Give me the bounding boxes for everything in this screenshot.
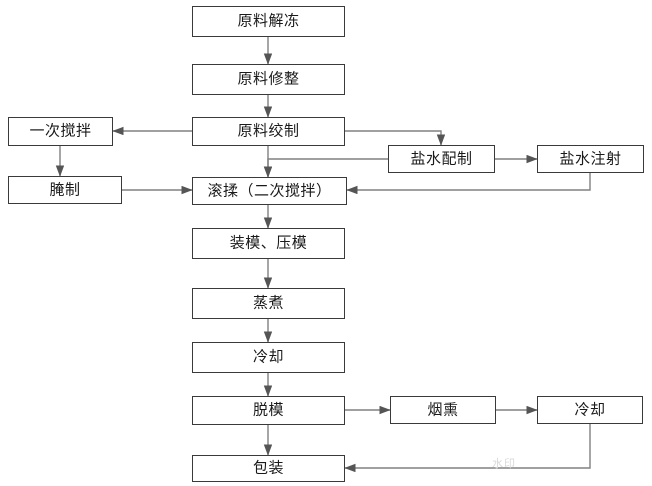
flow-node-mold[interactable]: 装模、压模 <box>192 228 345 259</box>
flow-node-label: 烟熏 <box>427 400 459 418</box>
flow-edge-mince-to-brine-prep <box>345 130 446 146</box>
flow-node-label: 盐水注射 <box>559 149 622 167</box>
flow-edge-brine-prep-to-tumble <box>263 158 388 178</box>
flow-node-label: 蒸煮 <box>252 293 284 312</box>
flow-node-label: 冷却 <box>252 347 284 366</box>
flow-node-brine_inj[interactable]: 盐水注射 <box>537 145 644 173</box>
flow-node-cool2[interactable]: 冷却 <box>537 396 643 424</box>
flow-edge-brine-inj-to-tumble <box>346 173 591 195</box>
flow-node-cure[interactable]: 腌制 <box>8 176 122 204</box>
flow-node-label: 原料解冻 <box>237 11 300 30</box>
flow-node-label: 脱模 <box>252 400 284 419</box>
flow-node-thaw[interactable]: 原料解冻 <box>192 6 345 37</box>
flow-node-mix1[interactable]: 一次搅拌 <box>8 117 113 146</box>
flow-node-demold[interactable]: 脱模 <box>192 396 345 425</box>
flow-node-brine_prep[interactable]: 盐水配制 <box>388 145 495 173</box>
flow-node-label: 冷却 <box>574 400 606 418</box>
flow-node-label: 盐水配制 <box>410 149 473 167</box>
flow-node-label: 原料修整 <box>237 69 300 88</box>
flow-node-cool1[interactable]: 冷却 <box>192 342 345 373</box>
flow-node-label: 一次搅拌 <box>29 121 92 140</box>
flow-node-label: 装模、压模 <box>229 233 308 252</box>
flow-node-label: 原料绞制 <box>237 121 300 140</box>
flow-node-label: 腌制 <box>49 180 81 198</box>
flow-node-smoke[interactable]: 烟熏 <box>390 396 496 424</box>
flow-node-mince[interactable]: 原料绞制 <box>192 117 345 146</box>
flow-node-package[interactable]: 包装 <box>192 455 345 482</box>
flow-node-label: 包装 <box>252 458 284 477</box>
flow-node-cook[interactable]: 蒸煮 <box>192 288 345 319</box>
flow-node-trim[interactable]: 原料修整 <box>192 64 345 95</box>
flow-node-label: 滚揉（二次搅拌） <box>207 181 332 199</box>
flow-node-tumble[interactable]: 滚揉（二次搅拌） <box>192 177 347 205</box>
watermark-text: 水印 <box>492 457 516 470</box>
